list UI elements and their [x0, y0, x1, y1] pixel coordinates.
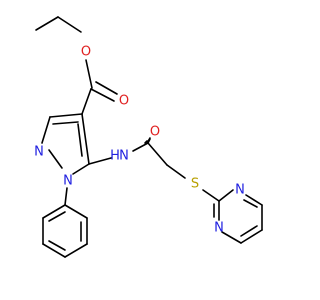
bond-s-c2: [202, 189, 220, 202]
molecule-svg: O O O N N N H S N N: [34, 16, 263, 258]
phenyl-ring: [42, 187, 88, 258]
amide-carbonyl: [146, 137, 151, 144]
thioether-sulfur-label: S: [191, 177, 199, 192]
bond-n1-c2: [218, 189, 234, 202]
bond-c-o-carbonyl-b: [95, 81, 118, 95]
bond-c-o-carbonyl-a: [90, 88, 115, 102]
bond-c6-n1-inner: [243, 199, 258, 208]
amide-oxygen-label: O: [150, 125, 160, 140]
ester-carbonyl-oxygen-label: O: [119, 94, 129, 109]
ethyl-group: [35, 16, 82, 33]
bond-ph-6: [42, 204, 66, 219]
bond-c6-n1: [245, 194, 263, 206]
bond-c3-n2: [41, 116, 51, 144]
bond-ester-c4: [81, 88, 92, 115]
bond-n1-phenyl: [64, 187, 68, 206]
ester-ether-oxygen-label: O: [81, 45, 91, 60]
structure-diagram: O O O N N N H S N N: [34, 16, 263, 258]
bond-ch2-s: [166, 164, 186, 179]
bond-co-ch2: [147, 142, 168, 166]
thioether-link: [202, 189, 220, 202]
pyrazole-n2-label: N: [34, 145, 44, 160]
bond-ph-4: [42, 243, 66, 258]
bond-c5-c4-inner: [77, 123, 83, 157]
pyrazole-ring: [41, 113, 90, 175]
pyrazole-n1-label: N: [63, 174, 73, 189]
bond-c5-nh: [88, 157, 112, 165]
bond-ph-4-inner: [48, 240, 66, 251]
bond-nh-co: [132, 142, 149, 152]
bond-c4-c5: [240, 229, 263, 244]
bond-ph-3: [64, 243, 88, 258]
ester-group: [81, 59, 118, 115]
bond-amide-co: [146, 137, 151, 144]
bond-c-o-ether: [85, 59, 93, 89]
bond-c4-c3-inner: [52, 121, 79, 125]
pyrimidine-n1-label: N: [235, 183, 245, 198]
amide-nitrogen-label: N: [119, 149, 129, 164]
bond-ph-6-inner: [48, 211, 66, 222]
bond-c5-c4: [81, 113, 90, 165]
bond-n2-n1: [48, 149, 63, 169]
bond-n3-c4: [221, 231, 242, 244]
bond-ph-1: [64, 204, 88, 219]
bond-c4-c3: [49, 113, 83, 118]
bond-n1-c5: [72, 163, 90, 175]
bond-ch3-ch2: [35, 16, 59, 31]
pyrimidine-ring: [213, 189, 263, 244]
amide-hydrogen-label: H: [110, 149, 120, 164]
amide-group: [88, 138, 186, 179]
bond-co-o-stub2: [144, 140, 148, 144]
bond-ch2-o: [57, 16, 82, 33]
pyrimidine-n3-label: N: [214, 221, 224, 236]
bond-c4-c5-inner: [240, 225, 258, 237]
